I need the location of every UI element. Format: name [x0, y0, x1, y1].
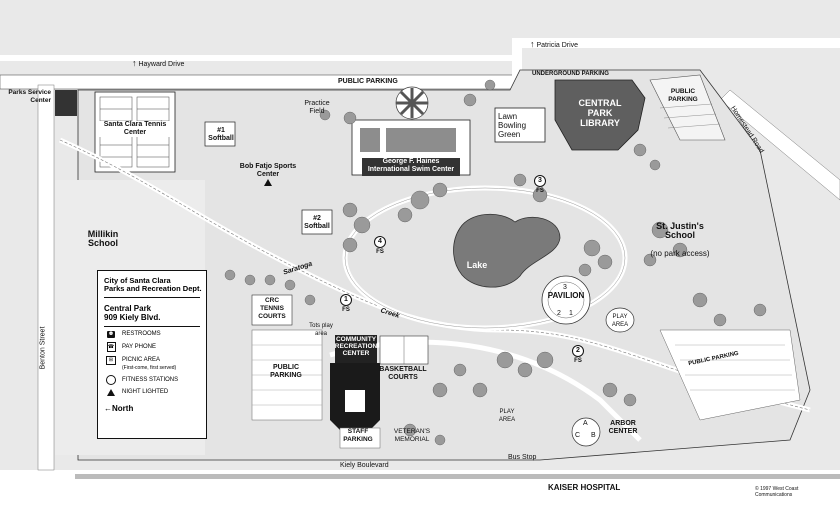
- picnic-icon: ⊞: [106, 356, 116, 365]
- restroom-icon: ⚉: [107, 331, 115, 338]
- pavilion-label: PAVILION: [547, 291, 585, 300]
- library-label: CENTRAL PARK LIBRARY: [578, 98, 622, 128]
- legend-picnic: ⊞PICNIC AREA: [104, 356, 206, 365]
- public-parking-top-label: PUBLIC PARKING: [338, 78, 398, 85]
- map-legend: City of Santa Clara Parks and Recreation…: [97, 270, 207, 439]
- pavilion-2: 2: [557, 310, 561, 317]
- night-lighted-icon: [107, 389, 115, 396]
- practice-field-label: Practice Field: [304, 100, 330, 115]
- phone-icon: ☎: [106, 342, 116, 352]
- fatjo-sports-center-label: Bob Fatjo Sports Center: [238, 163, 298, 187]
- lawn-bowling-label: Lawn Bowling Green: [498, 112, 527, 139]
- basketball-courts-label: BASKETBALL COURTS: [379, 366, 427, 381]
- fitness-station-icon: [106, 375, 116, 385]
- lake-label: Lake: [466, 260, 488, 270]
- underground-parking-label: UNDERGROUND PARKING: [532, 71, 609, 77]
- night-lighted-icon: [264, 179, 272, 186]
- legend-park-name: Central Park: [104, 304, 152, 313]
- millikin-school-label: Millikin School: [87, 229, 119, 248]
- parks-service-center-label: Parks Service Center: [8, 89, 51, 104]
- north-arrow-icon: ←: [104, 404, 112, 413]
- hayward-drive-label: ↑ Hayward Drive: [132, 58, 185, 69]
- arbor-c: C: [575, 432, 581, 439]
- community-rec-center-label: COMMUNITY RECREATION CENTER: [334, 336, 378, 357]
- tots-play-area-label: Tots play area: [309, 323, 333, 337]
- play-area-2-label: PLAY AREA: [498, 409, 516, 423]
- staff-parking-label: STAFF PARKING: [343, 428, 373, 443]
- legend-park-address: 909 Kiely Blvd.: [104, 313, 161, 322]
- library-parking-label: PUBLIC PARKING: [668, 88, 698, 103]
- legend-night-lighted: NIGHT LIGHTED: [104, 389, 206, 396]
- arbor-b: B: [591, 432, 596, 439]
- legend-title-2: Parks and Recreation Dept.: [104, 284, 202, 293]
- patricia-drive-label: ↑ Patricia Drive: [530, 39, 579, 50]
- legend-restrooms: ⚉RESTROOMS: [107, 331, 161, 338]
- kiely-boulevard-label: Kiely Boulevard: [340, 462, 389, 469]
- st-justins-note: (no park access): [650, 249, 710, 258]
- arbor-center-label: ARBOR CENTER: [608, 420, 638, 435]
- legend-fitness: FITNESS STATIONS: [104, 375, 206, 385]
- softball-2-label: #2 Softball: [304, 215, 330, 230]
- public-parking-left-label: PUBLIC PARKING: [270, 364, 302, 379]
- st-justins-label: St. Justin's School: [656, 221, 704, 240]
- swim-center-label: George F. Haines International Swim Cent…: [367, 158, 455, 173]
- arbor-a: A: [583, 420, 588, 427]
- bus-stop-label: Bus Stop: [508, 454, 537, 461]
- veterans-memorial-label: VETERAN'S MEMORIAL: [393, 428, 431, 443]
- legend-title-1: City of Santa Clara: [104, 276, 171, 285]
- legend-picnic-note: (First-come, first served): [122, 365, 177, 371]
- benton-street-label: Benton Street: [39, 326, 47, 370]
- kaiser-hospital-label: KAISER HOSPITAL: [548, 483, 621, 492]
- legend-north: ←North: [104, 404, 134, 413]
- play-area-label: PLAY AREA: [611, 314, 629, 328]
- softball-1-label: #1 Softball: [208, 127, 234, 142]
- pavilion-3: 3: [563, 284, 567, 291]
- legend-pay-phone: ☎PAY PHONE: [106, 342, 157, 352]
- crc-tennis-label: CRC TENNIS COURTS: [258, 297, 286, 320]
- tennis-center-label: Santa Clara Tennis Center: [98, 121, 172, 137]
- copyright-label: © 1997 West Coast Communications: [755, 486, 799, 498]
- pavilion-1: 1: [569, 310, 573, 317]
